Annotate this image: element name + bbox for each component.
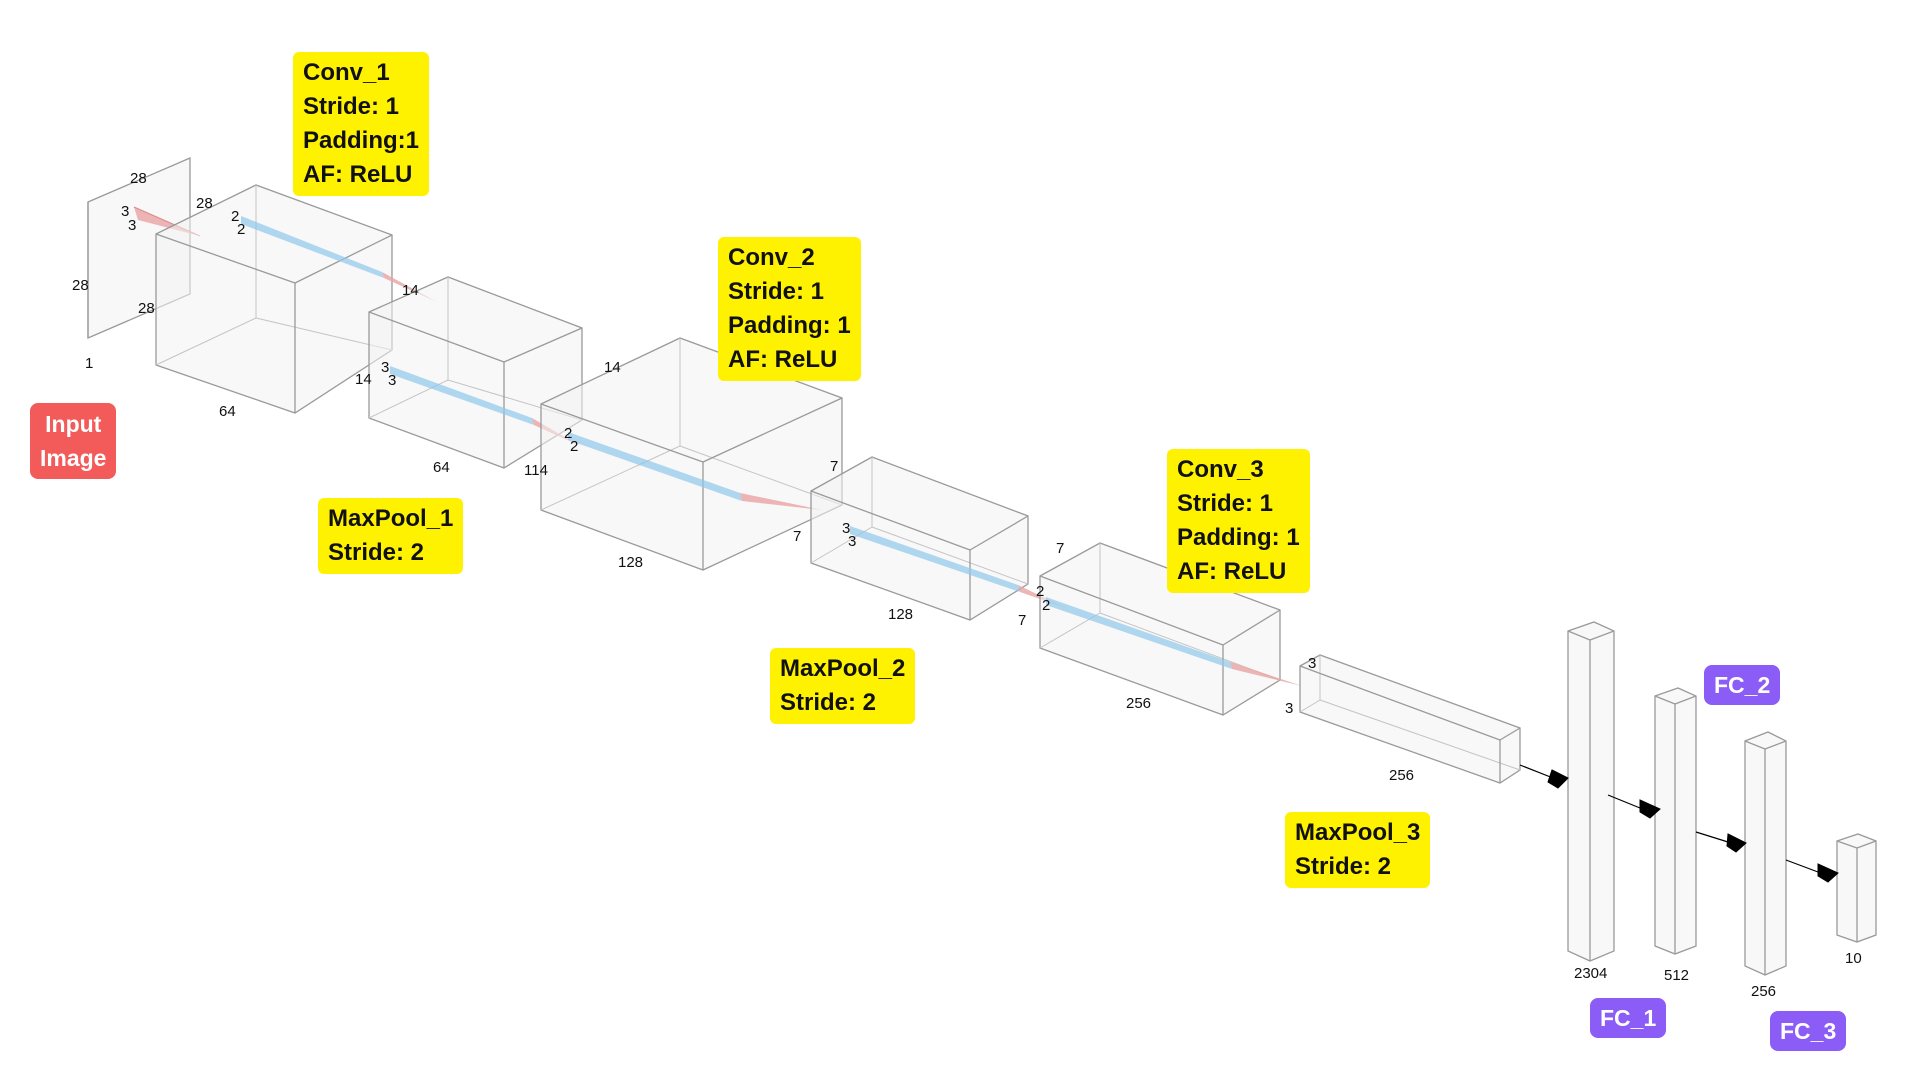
conv1-top-dim: 28	[196, 195, 213, 212]
fc3-tag: FC_3	[1770, 1011, 1847, 1051]
fc3-column	[1744, 731, 1787, 976]
pool2-note-stride: Stride: 2	[780, 689, 877, 716]
pool1-channels-dim: 64	[433, 459, 450, 476]
conv2-note-padding: Padding: 1	[728, 312, 851, 339]
conv1-channels-dim: 64	[219, 403, 236, 420]
pool2-top-dim: 7	[830, 458, 838, 475]
input-top-dim: 28	[130, 170, 147, 187]
conv2-kernel-dim-a: 2	[564, 425, 572, 442]
conv3-kernel-dim-b: 2	[1042, 597, 1050, 614]
pool2-channels-dim: 128	[888, 606, 913, 623]
conv3-top-dim: 7	[1056, 540, 1064, 557]
input-image-tag-line2: Image	[40, 445, 107, 471]
pool1-note: MaxPool_1 Stride: 2	[318, 498, 464, 574]
conv1-kernel-dim-b: 2	[237, 221, 245, 238]
arrow-icon	[1639, 799, 1661, 819]
pool2-note: MaxPool_2 Stride: 2	[770, 648, 916, 724]
pool1-note-title: MaxPool_1	[328, 505, 454, 532]
pool2-kernel-dim-a: 3	[842, 520, 850, 537]
conv1-note-padding: Padding:1	[303, 127, 420, 154]
pool2-kernel-dim-b: 3	[848, 533, 856, 550]
pool2-note-title: MaxPool_2	[780, 655, 906, 682]
conv2-note-title: Conv_2	[728, 244, 815, 271]
arrow-icon	[1817, 863, 1839, 883]
pool3-side-dim: 3	[1285, 700, 1293, 717]
pool3-block	[1299, 654, 1521, 784]
pool3-note-title: MaxPool_3	[1295, 819, 1421, 846]
conv3-channels-dim: 256	[1126, 695, 1151, 712]
pool3-note-stride: Stride: 2	[1295, 853, 1392, 880]
pool3-top-dim: 3	[1308, 655, 1316, 672]
pool1-top-dim: 14	[402, 282, 419, 299]
conv3-note-activation: AF: ReLU	[1177, 558, 1287, 585]
conv3-kernel	[1046, 597, 1302, 686]
input-image-tag: Input Image	[30, 403, 117, 479]
arrow-icon	[1726, 833, 1747, 853]
output-size: 10	[1845, 950, 1862, 967]
input-left-dim: 28	[72, 277, 89, 294]
input-image-tag-line1: Input	[45, 411, 102, 437]
fc1-column	[1567, 621, 1615, 962]
conv3-note-title: Conv_3	[1177, 456, 1264, 483]
conv2-note: Conv_2 Stride: 1 Padding: 1 AF: ReLU	[718, 237, 861, 381]
pool3-channels-dim: 256	[1389, 767, 1414, 784]
pool3-note: MaxPool_3 Stride: 2	[1285, 812, 1431, 888]
conv2-kernel	[568, 432, 822, 510]
fc1-tag: FC_1	[1590, 998, 1667, 1038]
fc3-size: 256	[1751, 983, 1776, 1000]
conv1-note-title: Conv_1	[303, 59, 390, 86]
fc2-column	[1654, 687, 1697, 955]
conv1-side-dim: 28	[138, 300, 155, 317]
arrow-icon	[1547, 769, 1569, 789]
conv2-kernel-dim-b: 2	[570, 438, 578, 455]
conv1-note-stride: Stride: 1	[303, 93, 400, 120]
input-channels-dim: 1	[85, 355, 93, 372]
fc2-size: 512	[1664, 967, 1689, 984]
pool1-note-stride: Stride: 2	[328, 539, 425, 566]
output-column	[1836, 833, 1877, 943]
conv3-note: Conv_3 Stride: 1 Padding: 1 AF: ReLU	[1167, 449, 1310, 593]
fc2-tag: FC_2	[1704, 665, 1781, 705]
conv2-top-dim: 14	[604, 359, 621, 376]
conv2-channels-dim: 128	[618, 554, 643, 571]
fc1-size: 2304	[1574, 965, 1607, 982]
conv1-block	[155, 184, 393, 414]
input-kernel-dim-a: 3	[121, 203, 129, 220]
fc-arrows	[1519, 764, 1839, 883]
conv1-kernel-dim-a: 2	[231, 208, 239, 225]
pool1-kernel-dim-a: 3	[381, 359, 389, 376]
pool1-kernel-dim-b: 3	[388, 372, 396, 389]
conv1-note: Conv_1 Stride: 1 Padding:1 AF: ReLU	[293, 52, 430, 196]
pool1-side-dim: 14	[355, 371, 372, 388]
conv3-side-dim: 7	[1018, 612, 1026, 629]
conv2-note-stride: Stride: 1	[728, 278, 825, 305]
pool2-block	[810, 456, 1029, 621]
conv1-note-activation: AF: ReLU	[303, 161, 413, 188]
conv2-side-dim: 114	[524, 462, 548, 479]
input-kernel-dim-b: 3	[128, 217, 136, 234]
conv3-kernel-dim-a: 2	[1036, 583, 1044, 600]
conv2-note-activation: AF: ReLU	[728, 346, 838, 373]
conv3-note-stride: Stride: 1	[1177, 490, 1274, 517]
pool2-side-dim: 7	[793, 528, 801, 545]
conv3-note-padding: Padding: 1	[1177, 524, 1300, 551]
